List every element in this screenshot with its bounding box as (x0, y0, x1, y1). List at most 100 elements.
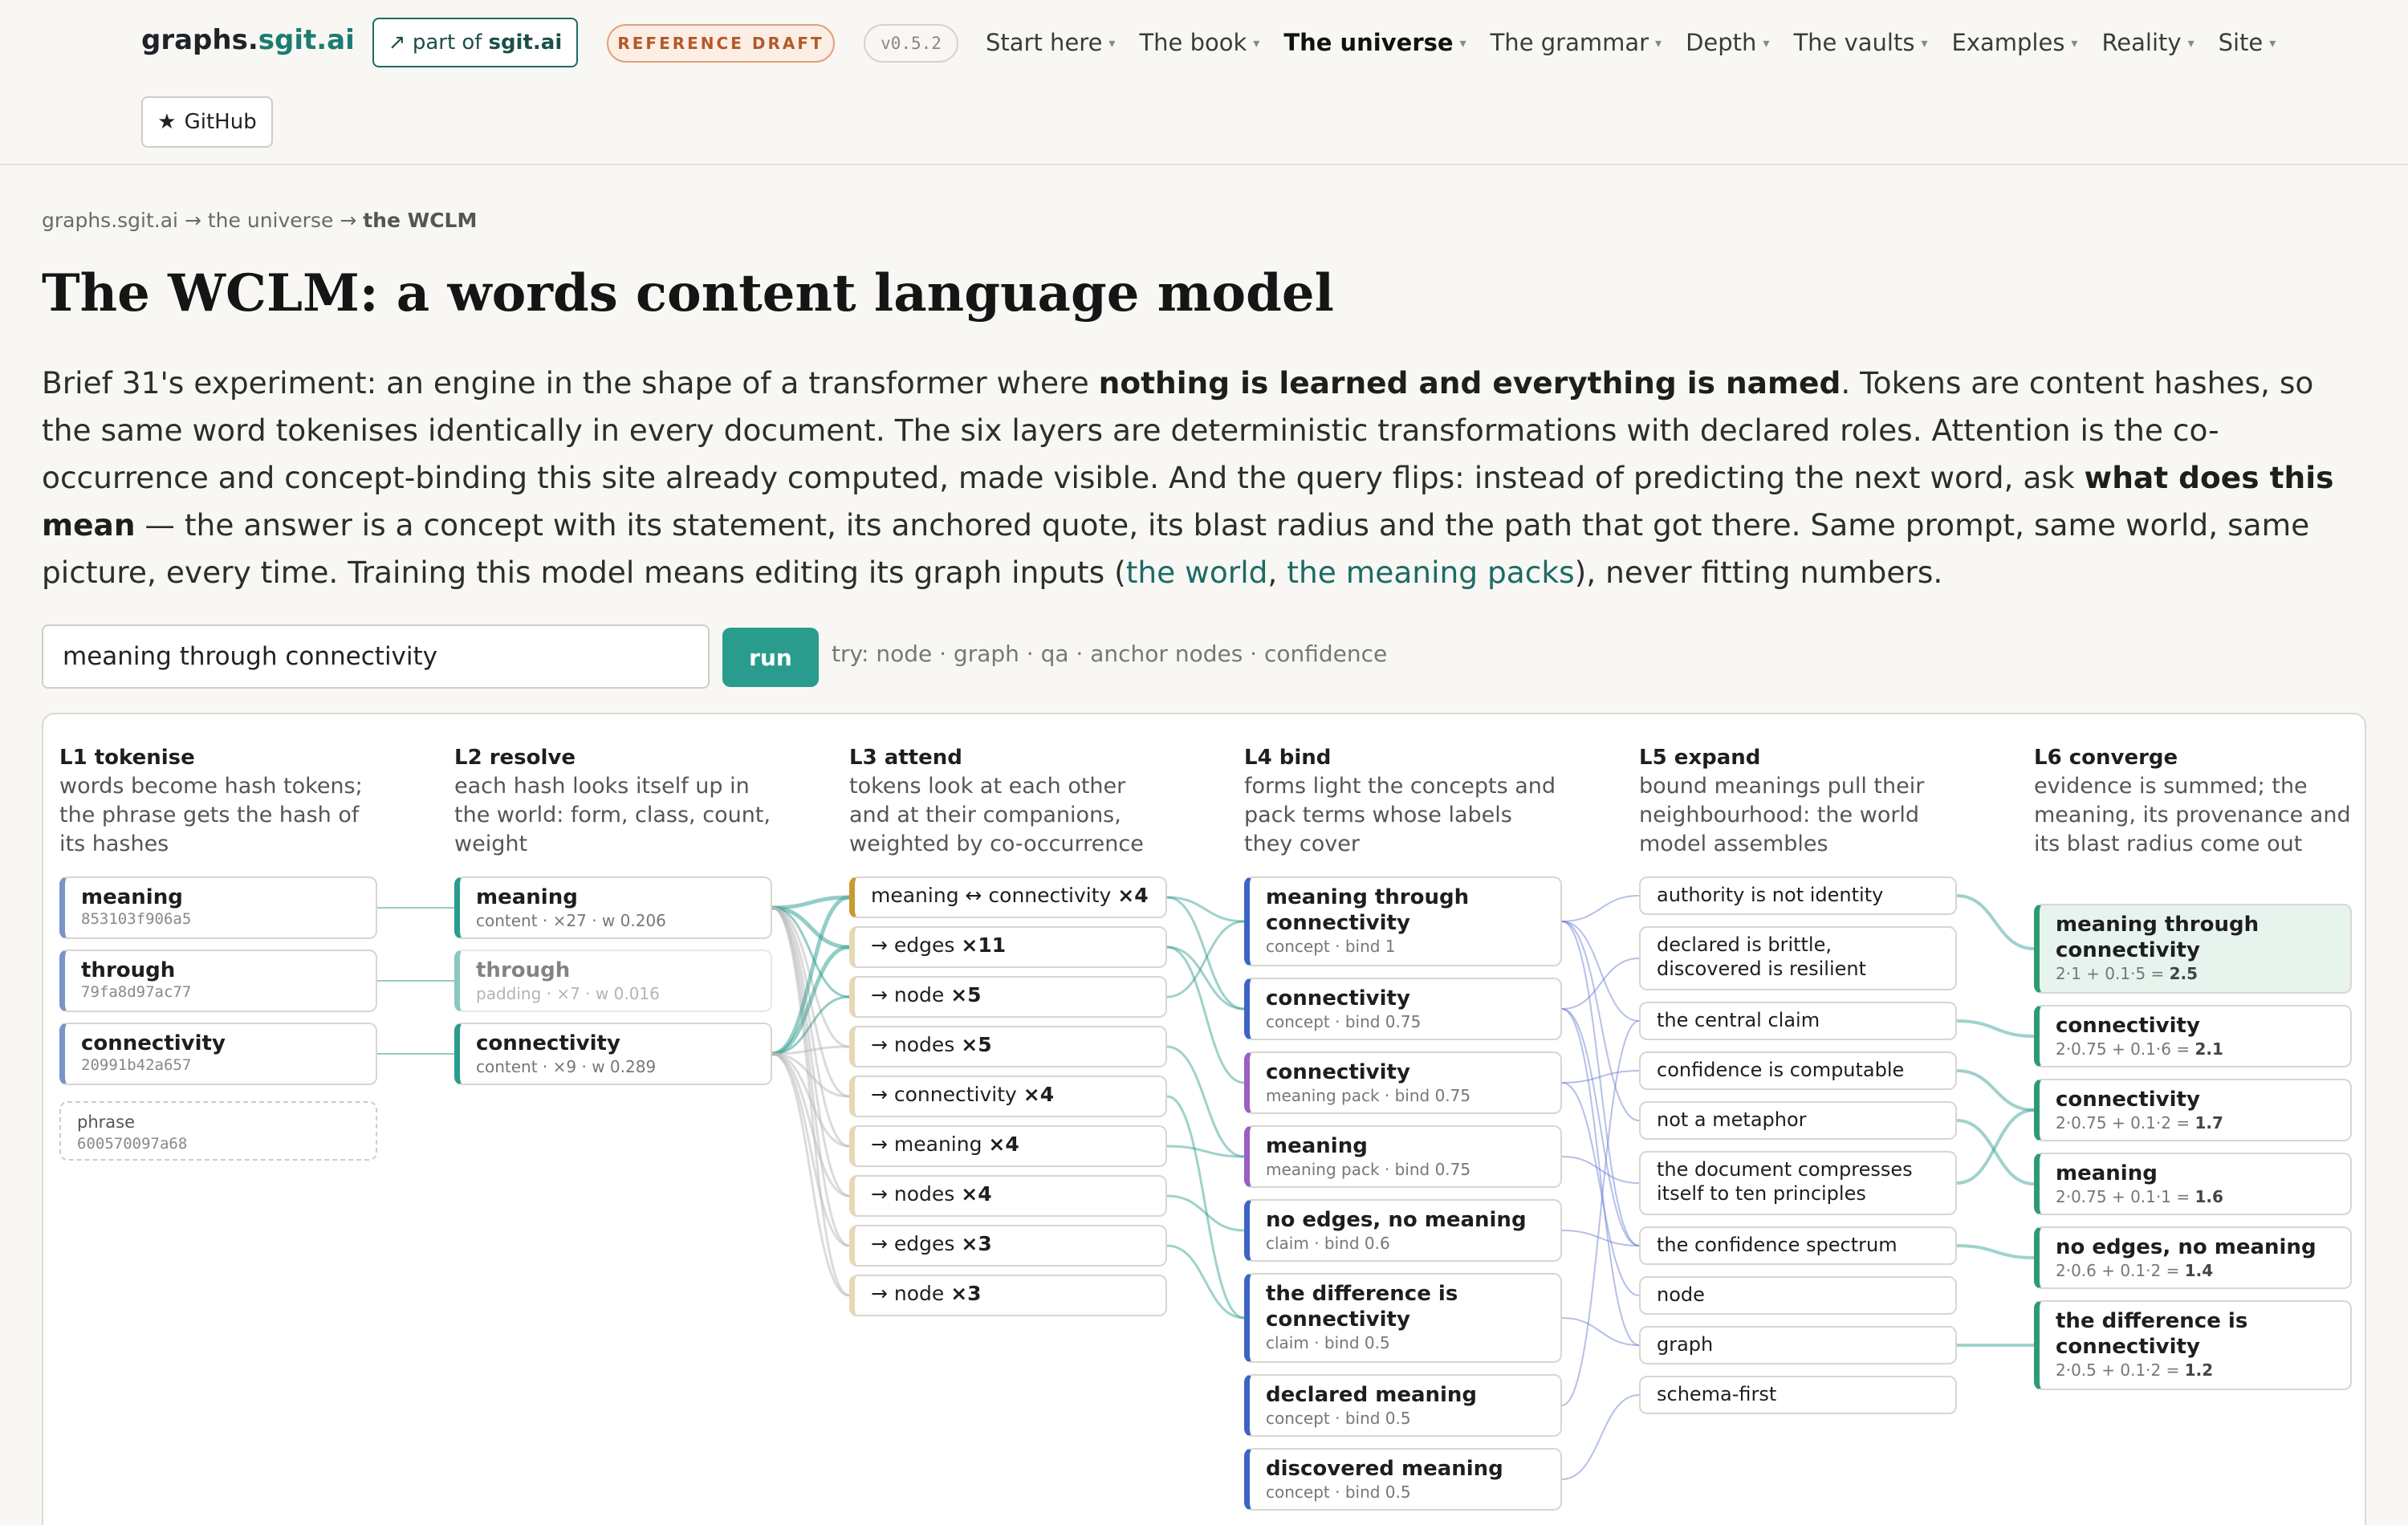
breadcrumb-home[interactable]: graphs.sgit.ai (42, 209, 179, 232)
expanded-node[interactable]: confidence is computable (1639, 1051, 1957, 1090)
github-button[interactable]: ★GitHub (141, 96, 273, 148)
expanded-node[interactable]: graph (1639, 1326, 1957, 1364)
attend-edge (771, 1052, 850, 1098)
converged-label: meaning through connectivity (2056, 913, 2260, 962)
nav-item-label: Examples (1951, 29, 2065, 56)
nav-item-label: Reality (2101, 29, 2182, 56)
run-button[interactable]: run (722, 628, 819, 687)
attention-count: ×4 (961, 1182, 992, 1206)
site-brand[interactable]: graphs.sgit.ai (141, 24, 355, 56)
expanded-node[interactable]: node (1639, 1276, 1957, 1315)
expanded-node[interactable]: authority is not identity (1639, 876, 1957, 915)
chevron-down-icon: ▾ (1655, 35, 1662, 51)
attention-node[interactable]: → nodes ×4 (849, 1175, 1167, 1217)
nav-item-the-grammar[interactable]: The grammar ▾ (1491, 29, 1662, 56)
token-label: meaning (81, 885, 183, 909)
query-input[interactable] (42, 624, 710, 689)
nav-item-label: The vaults (1793, 29, 1915, 56)
attention-node[interactable]: → connectivity ×4 (849, 1076, 1167, 1117)
bound-label: meaning (1266, 1134, 1368, 1158)
expanded-label: the confidence spectrum (1657, 1234, 1898, 1256)
resolved-label: connectivity (476, 1031, 620, 1055)
expanded-node[interactable]: not a metaphor (1639, 1101, 1957, 1140)
star-icon: ★ (157, 110, 177, 134)
expanded-label: the document compresses itself to ten pr… (1657, 1158, 1913, 1205)
attend-edge (771, 1052, 850, 1148)
score-terms: 2·0.75 + 0.1·1 = (2056, 1187, 2195, 1206)
expanded-label: graph (1657, 1333, 1714, 1356)
world-link[interactable]: the world (1125, 555, 1268, 590)
breadcrumb-universe[interactable]: the universe (207, 209, 334, 232)
nav-item-the-book[interactable]: The book▾ (1139, 29, 1259, 56)
attention-node[interactable]: → node ×5 (849, 976, 1167, 1018)
intro-text: . Tokens are content hashes, so the same… (42, 365, 2314, 495)
attention-node[interactable]: → edges ×3 (849, 1225, 1167, 1267)
layer-column-l5: L5 expand bound meanings pull their neigh… (1639, 743, 1960, 859)
nav-item-label: Depth (1686, 29, 1757, 56)
expanded-label: the central claim (1657, 1009, 1820, 1031)
attention-pair: → nodes (871, 1182, 962, 1206)
bound-label: connectivity (1266, 1060, 1410, 1084)
nav-item-examples[interactable]: Examples▾ (1952, 29, 2078, 56)
attention-edges (377, 894, 2035, 1480)
attention-node[interactable]: meaning ↔ connectivity ×4 (849, 876, 1167, 918)
nav-item-start-here[interactable]: Start here▾ (986, 29, 1115, 56)
attention-count: ×3 (950, 1282, 982, 1305)
converge-edge (1956, 1069, 2035, 1112)
attention-node[interactable]: → nodes ×5 (849, 1026, 1167, 1068)
converge-edge (1956, 894, 2035, 950)
nav-item-depth[interactable]: Depth ▾ (1686, 29, 1769, 56)
chevron-down-icon: ▾ (1763, 35, 1770, 51)
nav-item-label: The grammar (1490, 29, 1649, 56)
nav-item-the-vaults[interactable]: The vaults▾ (1793, 29, 1927, 56)
attention-node[interactable]: → meaning ×4 (849, 1125, 1167, 1167)
converge-edge (1956, 1019, 2035, 1038)
nav-item-the-universe[interactable]: The universe▾ (1283, 29, 1466, 56)
expanded-node[interactable]: declared is brittle, discovered is resil… (1639, 926, 1957, 990)
attention-label: → edges ×3 (871, 1231, 1149, 1257)
breadcrumb: graphs.sgit.ai → the universe → the WCLM (42, 209, 477, 232)
nav-item-site[interactable]: Site▾ (2219, 29, 2276, 56)
try-suggestions[interactable]: try: node · graph · qa · anchor nodes · … (832, 640, 1388, 667)
bound-meta: concept · bind 1 (1266, 937, 1396, 956)
score-total: 1.7 (2194, 1113, 2223, 1133)
attention-count: ×4 (988, 1133, 1019, 1156)
expanded-node[interactable]: schema-first (1639, 1376, 1957, 1414)
expanded-node[interactable]: the document compresses itself to ten pr… (1639, 1151, 1957, 1215)
layer-description: bound meanings pull their neighbourhood:… (1639, 774, 1925, 856)
expanded-node[interactable]: the central claim (1639, 1002, 1957, 1040)
layer-title: L5 expand (1639, 746, 1761, 770)
attention-count: ×3 (961, 1232, 992, 1255)
expanded-node[interactable]: the confidence spectrum (1639, 1226, 1957, 1265)
attention-node[interactable]: → node ×3 (849, 1275, 1167, 1316)
layer-title: L4 bind (1244, 746, 1332, 770)
meaning-packs-link[interactable]: the meaning packs (1287, 555, 1575, 590)
bind-edge (1166, 896, 1245, 923)
attention-node[interactable]: → edges ×11 (849, 926, 1167, 968)
expand-edge (1561, 921, 1640, 1022)
token-label: through (81, 958, 176, 982)
nav-item-reality[interactable]: Reality▾ (2101, 29, 2194, 56)
